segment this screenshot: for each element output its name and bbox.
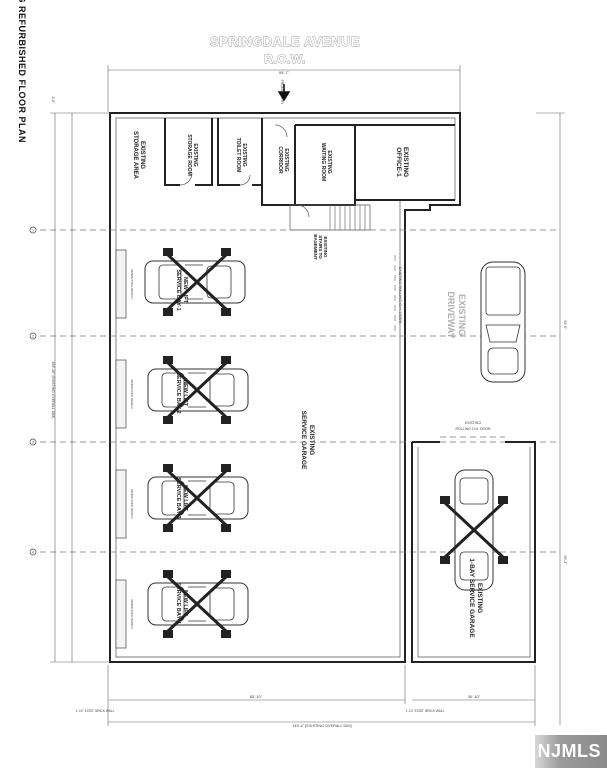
driveway: EXISTING DRIVEWAY xyxy=(446,291,467,338)
one-bay-garage-wall xyxy=(411,441,536,663)
corridor-wall xyxy=(261,125,296,206)
door-swing xyxy=(274,124,288,138)
svg-text:STAIRS TO: STAIRS TO xyxy=(318,235,323,259)
svg-text:EXISTING: EXISTING xyxy=(402,147,409,177)
plan-title: EXISTING REFURBISHED FLOOR PLAN xyxy=(17,0,27,144)
svg-text:EXISTING ROLLING O.H. DOOR: EXISTING ROLLING O.H. DOOR xyxy=(398,267,402,324)
workbench-4: WORK/TOOL BENCH xyxy=(115,579,134,649)
svg-text:3: 3 xyxy=(32,441,34,445)
grid-marker-2: 2 xyxy=(29,332,37,340)
svg-text:EXISTING: EXISTING xyxy=(192,143,198,166)
svg-text:65'-10": 65'-10" xyxy=(250,694,263,699)
svg-text:EXISTING: EXISTING xyxy=(326,150,332,173)
svg-text:1'-10" EXIST. BRICK WALL: 1'-10" EXIST. BRICK WALL xyxy=(406,709,445,713)
service-bay-3: NEW LIFT SERVICE BAY-3 xyxy=(147,462,249,534)
svg-text:CORRIDOR: CORRIDOR xyxy=(277,146,283,174)
street-row: R.O.W. xyxy=(264,52,306,66)
label-office: EXISTING OFFICE-1 xyxy=(395,147,409,177)
svg-text:STORAGE AREA: STORAGE AREA xyxy=(132,131,138,180)
svg-text:2'-0": 2'-0" xyxy=(51,97,55,105)
svg-text:EXISTING: EXISTING xyxy=(465,421,482,425)
svg-text:61'-0": 61'-0" xyxy=(563,321,567,331)
svg-text:149'-4" (EXISTING OVERALL DIM): 149'-4" (EXISTING OVERALL DIM) xyxy=(292,724,352,728)
svg-text:WAITING ROOM: WAITING ROOM xyxy=(320,143,326,181)
svg-text:NEW LIFT: NEW LIFT xyxy=(182,380,188,407)
svg-text:SERVICE BAY-1: SERVICE BAY-1 xyxy=(175,269,181,310)
svg-text:EXISTING: EXISTING xyxy=(457,294,467,336)
svg-text:1-BAY SERVICE GARAGE: 1-BAY SERVICE GARAGE xyxy=(468,558,475,638)
left-dimension-chain: 165'-10" (EXISTING OVERALL DIM) 2'-0" xyxy=(50,97,110,663)
service-bay-1: NEW LIFT SERVICE BAY-1 xyxy=(144,246,246,318)
service-bay-4: NEW LIFT SERVICE BAY-4 xyxy=(147,568,249,640)
svg-text:BASEMENT: BASEMENT xyxy=(313,234,318,260)
front-entry-arrow-icon xyxy=(277,84,291,102)
label-storage-area: EXISTING STORAGE AREA xyxy=(132,131,145,180)
grid-marker-1: 1 xyxy=(29,226,37,234)
label-toilet-room: EXISTING TOILET ROOM xyxy=(235,138,247,173)
label-service-garage: EXISTING SERVICE GARAGE xyxy=(300,411,315,470)
label-one-bay-garage: EXISTING 1-BAY SERVICE GARAGE xyxy=(468,558,483,638)
svg-text:1: 1 xyxy=(32,229,34,233)
rolling-door-left: EXISTING ROLLING O.H. DOOR xyxy=(394,255,402,335)
svg-text:SERVICE BAY-2: SERVICE BAY-2 xyxy=(175,372,181,413)
svg-text:30'-10": 30'-10" xyxy=(468,694,481,699)
street-name: SPRINGDALE AVENUE xyxy=(210,34,360,49)
service-bay-2: NEW LIFT SERVICE BAY-2 xyxy=(147,354,249,426)
label-waiting-room: EXISTING WAITING ROOM xyxy=(320,143,332,181)
pickup-truck xyxy=(480,261,526,383)
svg-text:DRIVEWAY: DRIVEWAY xyxy=(446,291,456,338)
svg-text:EXISTING: EXISTING xyxy=(476,583,483,613)
workbench-2: WORK/TOOL BENCH xyxy=(115,359,134,429)
main-building-wall xyxy=(109,112,461,663)
svg-text:SERVICE BAY-4: SERVICE BAY-4 xyxy=(175,582,181,624)
svg-text:165'-10" (EXISTING OVERALL DIM: 165'-10" (EXISTING OVERALL DIM) xyxy=(51,362,55,419)
bottom-dimensions: 65'-10" 30'-10" 149'-4" (EXISTING OVERAL… xyxy=(76,665,536,728)
svg-text:TOILET ROOM: TOILET ROOM xyxy=(235,138,241,173)
one-bay-car xyxy=(438,469,510,591)
grid-marker-3: 3 xyxy=(29,438,37,446)
njmls-logo: NJMLS xyxy=(535,735,607,768)
grid-marker-4: 4 xyxy=(29,548,37,556)
svg-text:WORK/TOOL BENCH: WORK/TOOL BENCH xyxy=(130,269,134,299)
office-wall xyxy=(355,124,455,201)
svg-text:NEW LIFT: NEW LIFT xyxy=(182,485,188,512)
svg-text:1'-10" EXIST. BRICK WALL: 1'-10" EXIST. BRICK WALL xyxy=(76,709,115,713)
svg-text:NEW LIFT: NEW LIFT xyxy=(182,277,188,304)
svg-text:4: 4 xyxy=(32,551,34,555)
workbench-1: WORK/TOOL BENCH xyxy=(115,249,134,319)
svg-text:ROLLING O.H. DOOR: ROLLING O.H. DOOR xyxy=(455,427,490,431)
workbench-3: WORK/TOOL BENCH xyxy=(115,469,134,539)
top-dimension-label: 95'-7" xyxy=(279,70,290,75)
label-storage-room: EXISTING STORAGE ROOM xyxy=(186,134,198,176)
storage-room-wall xyxy=(164,118,213,186)
label-stairs: EXISTING STAIRS TO BASEMENT xyxy=(313,234,328,260)
svg-text:65'-3": 65'-3" xyxy=(563,556,567,566)
rolling-door-right: EXISTING ROLLING O.H. DOOR xyxy=(440,421,505,438)
svg-text:WORK/TOOL BENCH: WORK/TOOL BENCH xyxy=(130,489,134,519)
svg-text:EXISTING: EXISTING xyxy=(283,148,289,171)
svg-text:STORAGE ROOM: STORAGE ROOM xyxy=(186,134,192,176)
svg-text:EXISTING: EXISTING xyxy=(323,236,328,258)
label-corridor: EXISTING CORRIDOR xyxy=(277,146,289,174)
svg-text:WORK/TOOL BENCH: WORK/TOOL BENCH xyxy=(130,379,134,409)
right-dimension-chain: 61'-0" 65'-3" xyxy=(536,112,567,725)
svg-text:SERVICE GARAGE: SERVICE GARAGE xyxy=(300,411,307,470)
svg-text:OFFICE-1: OFFICE-1 xyxy=(395,147,402,177)
stair-treads xyxy=(329,205,366,230)
svg-text:WORK/TOOL BENCH: WORK/TOOL BENCH xyxy=(130,599,134,629)
svg-text:SERVICE BAY-3: SERVICE BAY-3 xyxy=(175,477,181,518)
svg-text:EXISTING: EXISTING xyxy=(139,141,145,169)
svg-text:EXISTING: EXISTING xyxy=(308,425,315,455)
svg-text:EXISTING: EXISTING xyxy=(241,143,247,166)
svg-text:2: 2 xyxy=(32,335,34,339)
svg-text:NEW LIFT: NEW LIFT xyxy=(182,590,188,617)
